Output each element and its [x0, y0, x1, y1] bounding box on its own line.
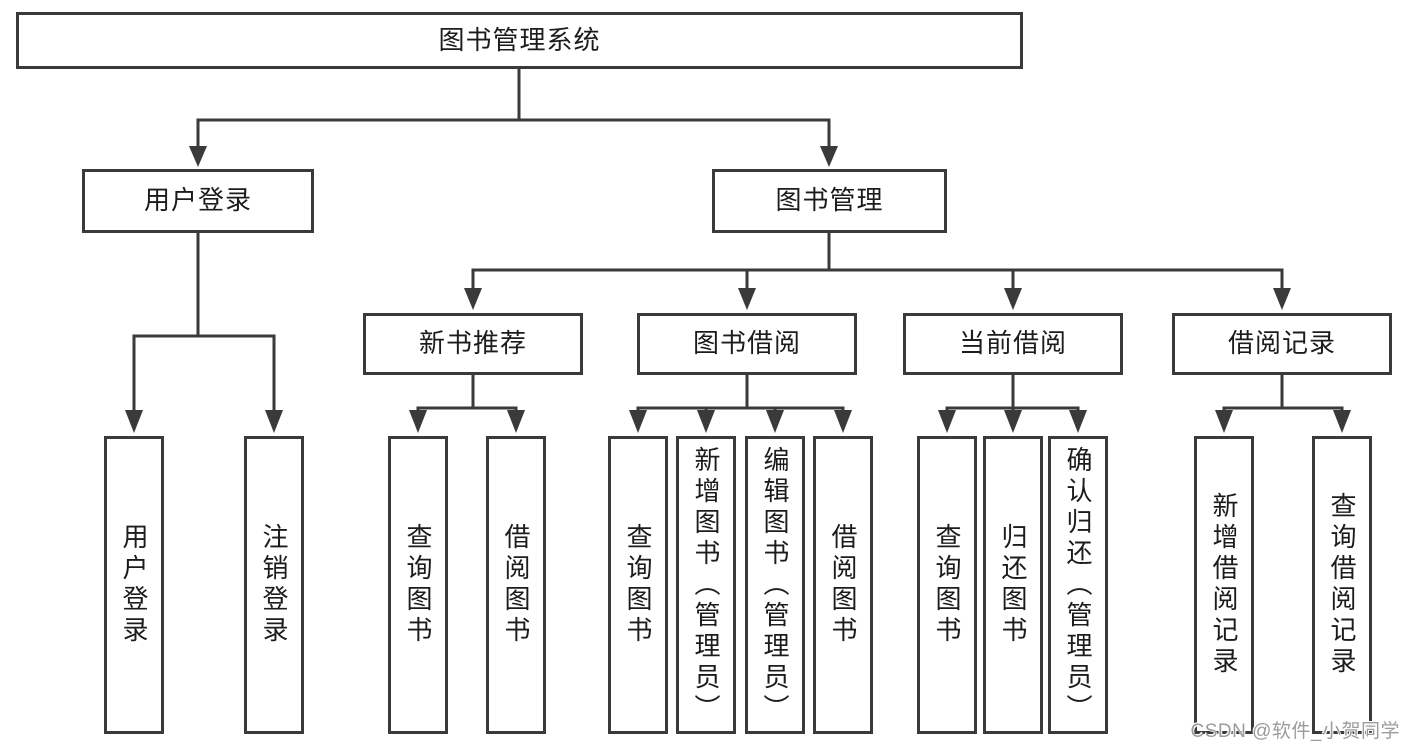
node-label: 当前借阅: [958, 328, 1067, 359]
leaf-query-borrow-record: 查询借阅记录: [1312, 436, 1372, 734]
node-label: 用户登录: [119, 523, 149, 647]
node-label: 编辑图书（管理员）: [760, 445, 790, 725]
arrowhead-icon: [766, 410, 784, 433]
node-label: 确认归还（管理员）: [1063, 445, 1093, 725]
arrowhead-icon: [189, 146, 207, 167]
node-label: 借阅图书: [501, 523, 531, 647]
arrowhead-icon: [738, 288, 756, 310]
node-label: 图书管理系统: [438, 24, 601, 55]
node-label: 查询图书: [623, 523, 653, 647]
node-label: 新增图书（管理员）: [691, 445, 721, 725]
csdn-watermark: CSDN @软件_小贺同学: [1190, 721, 1400, 742]
node-label: 新增借阅记录: [1209, 492, 1239, 678]
node-book-management: 图书管理: [712, 169, 947, 233]
arrowhead-icon: [265, 410, 283, 433]
arrowhead-icon: [1273, 288, 1291, 310]
leaf-user-login-action: 用户登录: [104, 436, 164, 734]
arrowhead-icon: [938, 410, 956, 433]
arrowhead-icon: [507, 410, 525, 433]
leaf-borrow-books: 借阅图书: [813, 436, 873, 734]
node-book-borrowing: 图书借阅: [637, 313, 857, 375]
arrowhead-icon: [1333, 410, 1351, 433]
node-label: 用户登录: [143, 185, 252, 216]
node-label: 注销登录: [259, 523, 289, 647]
arrowhead-icon: [409, 410, 427, 433]
leaf-query-books-current: 查询图书: [917, 436, 977, 734]
arrowhead-icon: [125, 410, 143, 433]
node-new-book-recommend: 新书推荐: [363, 313, 583, 375]
leaf-confirm-return-admin: 确认归还（管理员）: [1048, 436, 1108, 734]
node-label: 查询借阅记录: [1327, 492, 1357, 678]
arrowhead-icon: [1215, 410, 1233, 433]
leaf-query-books-borrow: 查询图书: [608, 436, 668, 734]
arrowhead-icon: [1069, 410, 1087, 433]
node-library-management-system: 图书管理系统: [16, 12, 1023, 69]
leaf-add-books-admin: 新增图书（管理员）: [676, 436, 736, 734]
leaf-return-books: 归还图书: [983, 436, 1043, 734]
node-label: 新书推荐: [418, 328, 527, 359]
leaf-add-borrow-record: 新增借阅记录: [1194, 436, 1254, 734]
arrowhead-icon: [697, 410, 715, 433]
arrowhead-icon: [1004, 410, 1022, 433]
arrowhead-icon: [1004, 288, 1022, 310]
node-label: 查询图书: [932, 523, 962, 647]
node-label: 查询图书: [403, 523, 433, 647]
arrowhead-icon: [629, 410, 647, 433]
node-label: 图书借阅: [692, 328, 801, 359]
node-borrowing-records: 借阅记录: [1172, 313, 1392, 375]
leaf-query-books-recommend: 查询图书: [388, 436, 448, 734]
leaf-edit-books-admin: 编辑图书（管理员）: [745, 436, 805, 734]
arrowhead-icon: [820, 146, 838, 167]
node-label: 图书管理: [775, 185, 884, 216]
leaf-borrow-books-recommend: 借阅图书: [486, 436, 546, 734]
arrowhead-icon: [464, 288, 482, 310]
node-label: 归还图书: [998, 523, 1028, 647]
leaf-logout-action: 注销登录: [244, 436, 304, 734]
node-label: 借阅记录: [1227, 328, 1336, 359]
arrowhead-icon: [834, 410, 852, 433]
node-label: 借阅图书: [828, 523, 858, 647]
node-user-login: 用户登录: [82, 169, 314, 233]
node-current-borrowing: 当前借阅: [903, 313, 1123, 375]
